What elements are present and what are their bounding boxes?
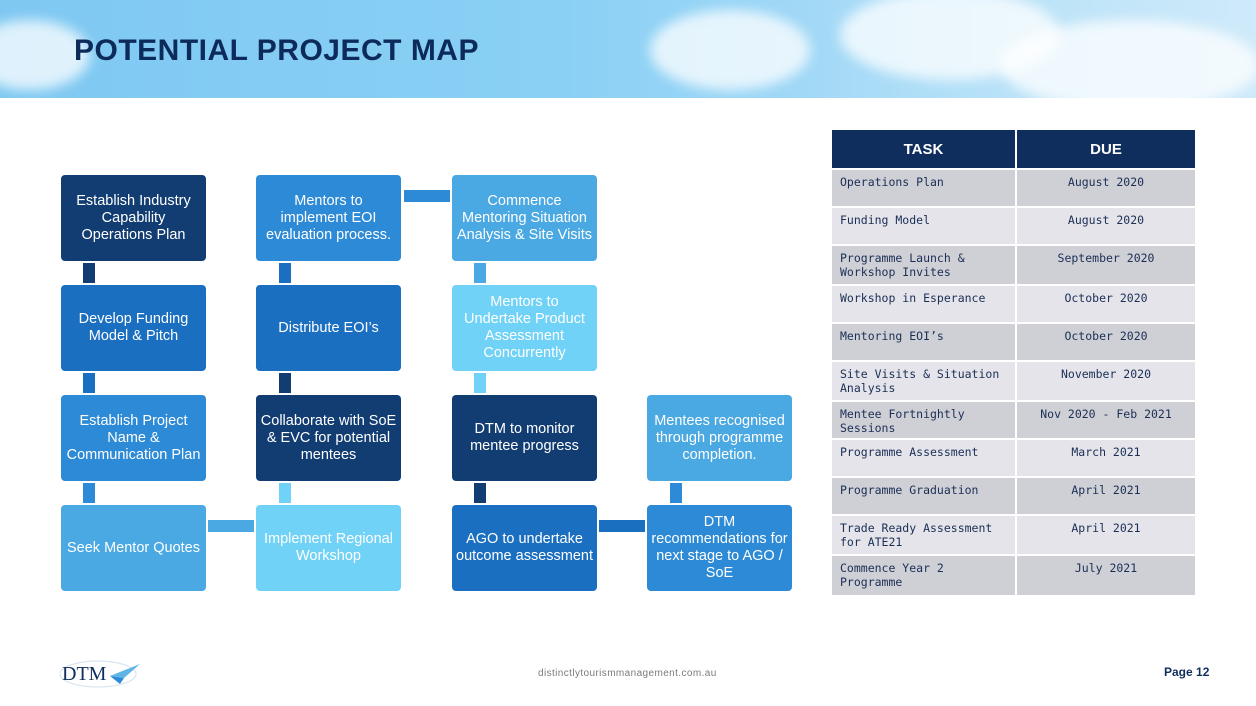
flow-box-establish-industry: Establish Industry Capability Operations… <box>61 175 206 261</box>
flow-box-commence-mentoring: Commence Mentoring Situation Analysis & … <box>452 175 597 261</box>
table-row: Operations Plan August 2020 <box>832 168 1197 207</box>
task-cell: Operations Plan <box>832 168 1017 207</box>
flow-connector <box>279 483 291 503</box>
due-cell: March 2021 <box>1016 438 1197 477</box>
flow-connector <box>474 263 486 283</box>
task-cell: Programme Launch & Workshop Invites <box>832 244 1017 285</box>
task-column-header: TASK <box>832 130 1017 169</box>
flow-connector <box>670 483 682 503</box>
flow-box-ago-undertake: AGO to undertake outcome assessment <box>452 505 597 591</box>
table-row: Programme Graduation April 2021 <box>832 476 1197 515</box>
task-cell: Commence Year 2 Programme <box>832 554 1017 595</box>
due-cell: July 2021 <box>1016 554 1197 595</box>
task-cell: Mentee Fortnightly Sessions <box>832 400 1017 439</box>
page-title: POTENTIAL PROJECT MAP <box>74 34 479 67</box>
task-due-table: TASK DUE Operations Plan August 2020 Fun… <box>832 130 1197 595</box>
due-cell: November 2020 <box>1016 360 1197 401</box>
logo-text: DTM <box>62 663 107 685</box>
table-row: Funding Model August 2020 <box>832 206 1197 245</box>
task-cell: Site Visits & Situation Analysis <box>832 360 1017 401</box>
footer-url: distinctlytourismmanagement.com.au <box>538 668 717 679</box>
flow-box-distribute-eoi: Distribute EOI’s <box>256 285 401 371</box>
task-cell: Funding Model <box>832 206 1017 245</box>
table-row: Mentee Fortnightly Sessions Nov 2020 - F… <box>832 400 1197 439</box>
flow-connector <box>83 373 95 393</box>
flow-connector <box>599 520 645 532</box>
due-cell: Nov 2020 - Feb 2021 <box>1016 400 1197 439</box>
task-cell: Programme Assessment <box>832 438 1017 477</box>
task-cell: Programme Graduation <box>832 476 1017 515</box>
due-cell: October 2020 <box>1016 284 1197 323</box>
due-cell: September 2020 <box>1016 244 1197 285</box>
flow-connector <box>474 373 486 393</box>
flow-connector <box>404 190 450 202</box>
flow-box-implement-regional: Implement Regional Workshop <box>256 505 401 591</box>
cloud-decoration <box>1000 20 1256 98</box>
page-number: Page 12 <box>1164 665 1210 679</box>
flow-box-collaborate: Collaborate with SoE & EVC for potential… <box>256 395 401 481</box>
flow-box-mentees-recognised: Mentees recognised through programme com… <box>647 395 792 481</box>
due-cell: August 2020 <box>1016 206 1197 245</box>
flow-box-dtm-monitor: DTM to monitor mentee progress <box>452 395 597 481</box>
flow-box-mentors-undertake: Mentors to Undertake Product Assessment … <box>452 285 597 371</box>
flow-connector <box>83 483 95 503</box>
due-cell: August 2020 <box>1016 168 1197 207</box>
flow-connector <box>279 373 291 393</box>
task-cell: Trade Ready Assessment for ATE21 <box>832 514 1017 555</box>
table-row: Programme Assessment March 2021 <box>832 438 1197 477</box>
cloud-decoration <box>650 10 810 90</box>
due-cell: October 2020 <box>1016 322 1197 361</box>
dtm-logo: DTM <box>59 660 140 688</box>
flow-box-mentors-implement: Mentors to implement EOI evaluation proc… <box>256 175 401 261</box>
table-row: Site Visits & Situation Analysis Novembe… <box>832 360 1197 401</box>
task-cell: Workshop in Esperance <box>832 284 1017 323</box>
task-cell: Mentoring EOI’s <box>832 322 1017 361</box>
table-header-row: TASK DUE <box>832 130 1197 169</box>
due-cell: April 2021 <box>1016 476 1197 515</box>
due-column-header: DUE <box>1016 130 1197 169</box>
table-row: Trade Ready Assessment for ATE21 April 2… <box>832 514 1197 555</box>
flow-connector <box>279 263 291 283</box>
header-banner: POTENTIAL PROJECT MAP <box>0 0 1256 98</box>
flow-connector <box>83 263 95 283</box>
flow-box-develop-funding: Develop Funding Model & Pitch <box>61 285 206 371</box>
flow-box-dtm-recommendations: DTM recommendations for next stage to AG… <box>647 505 792 591</box>
flow-box-seek-mentor: Seek Mentor Quotes <box>61 505 206 591</box>
table-row: Mentoring EOI’s October 2020 <box>832 322 1197 361</box>
flow-box-establish-project: Establish Project Name & Communication P… <box>61 395 206 481</box>
table-row: Workshop in Esperance October 2020 <box>832 284 1197 323</box>
table-row: Commence Year 2 Programme July 2021 <box>832 554 1197 595</box>
flow-connector <box>208 520 254 532</box>
flow-connector <box>474 483 486 503</box>
due-cell: April 2021 <box>1016 514 1197 555</box>
table-row: Programme Launch & Workshop Invites Sept… <box>832 244 1197 285</box>
